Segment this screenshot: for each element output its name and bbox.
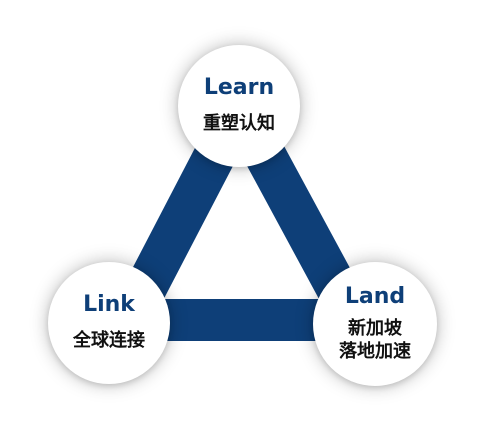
land-title: Land — [344, 283, 406, 309]
learn-node: Learn 重塑认知 — [178, 45, 300, 167]
land-subtitle: 新加坡 落地加速 — [339, 317, 411, 364]
link-node: Link 全球连接 — [48, 262, 170, 384]
learn-title: Learn — [203, 75, 275, 101]
link-subtitle: 全球连接 — [73, 330, 145, 352]
land-subtitle-line2: 落地加速 — [339, 341, 411, 363]
land-node: Land 新加坡 落地加速 — [313, 262, 437, 386]
link-title: Link — [83, 292, 135, 318]
land-subtitle-line1: 新加坡 — [348, 317, 402, 339]
learn-subtitle: 重塑认知 — [203, 113, 275, 135]
connector-learn-land — [246, 145, 357, 300]
